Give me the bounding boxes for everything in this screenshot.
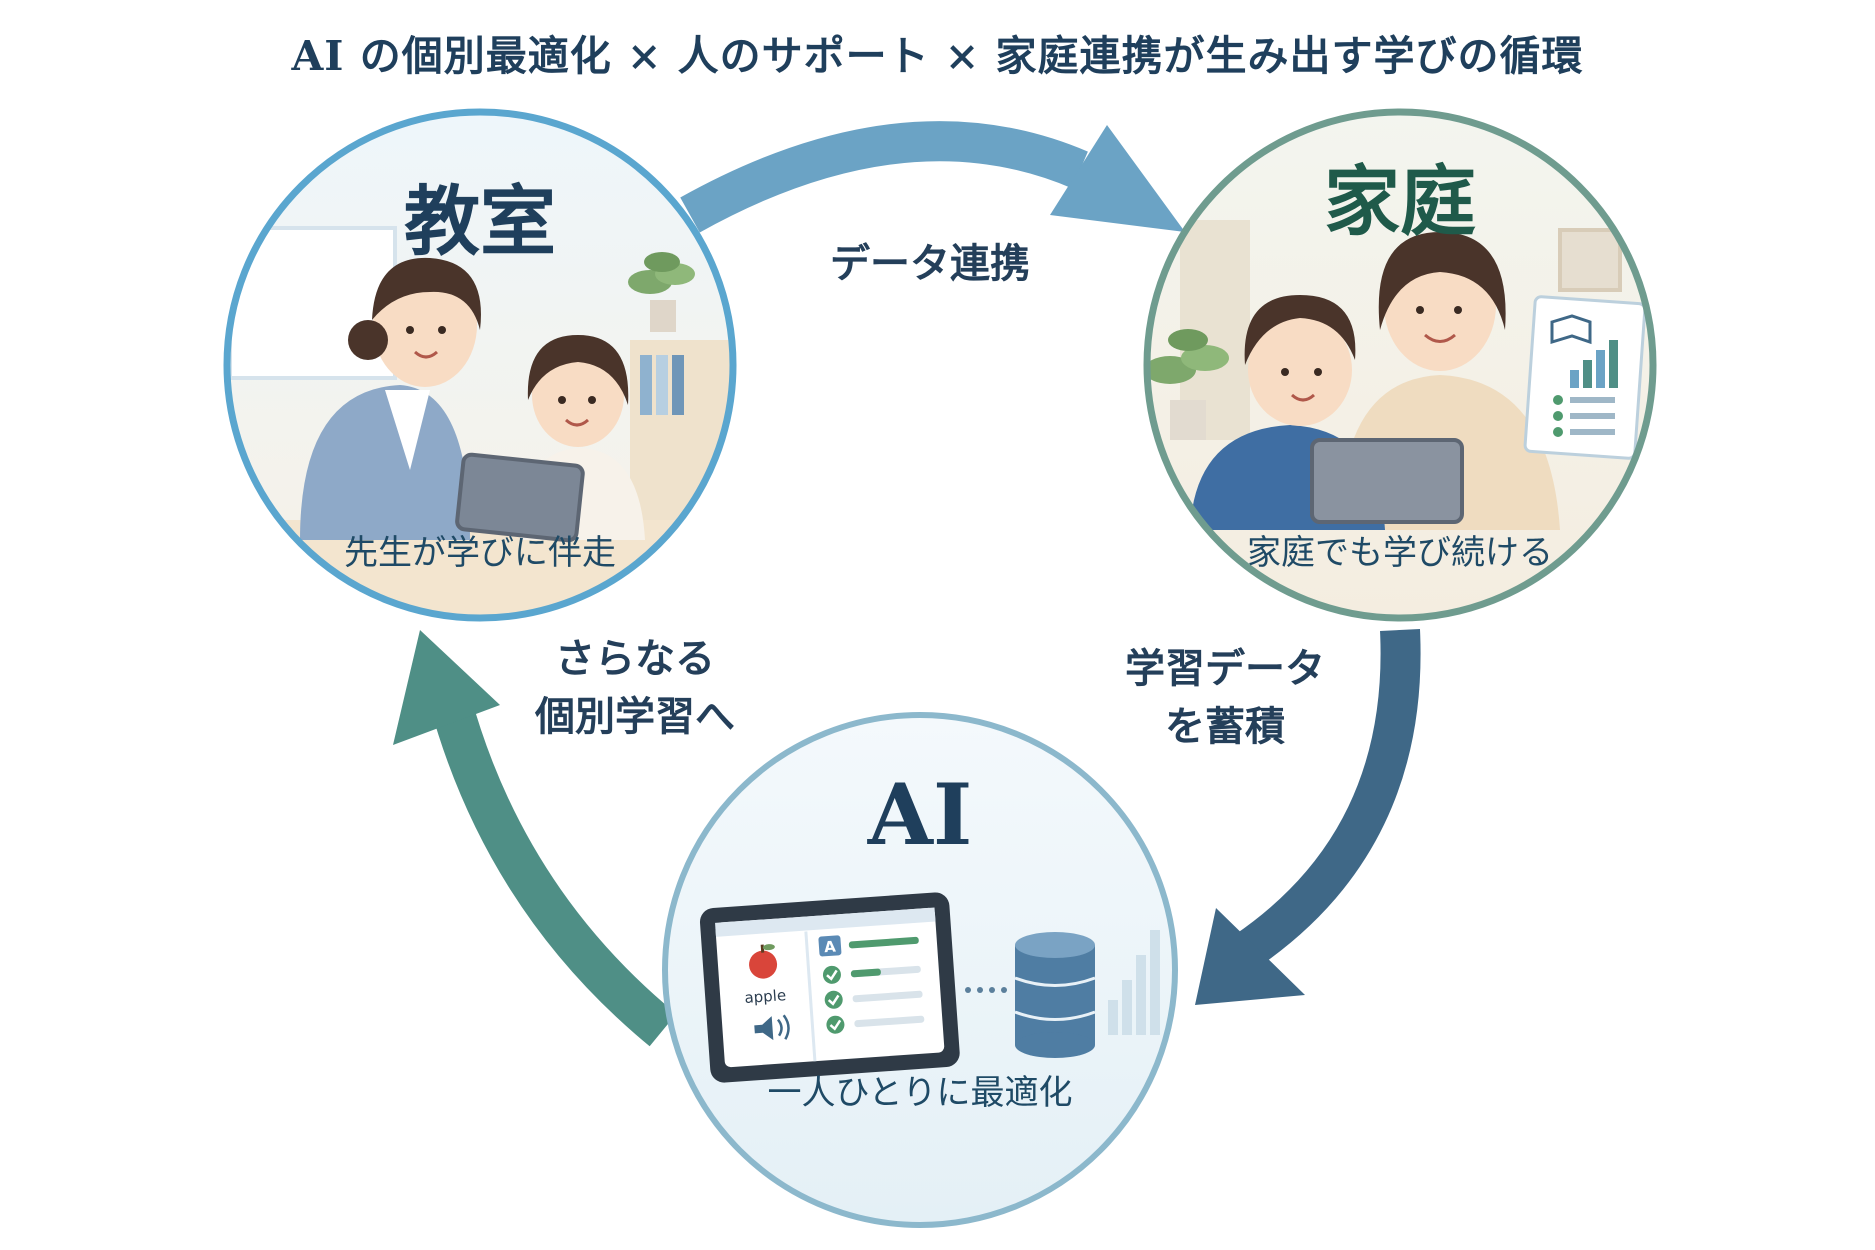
ai-illustration: apple A	[699, 892, 1160, 1083]
bar-signal-icon	[1108, 930, 1160, 1035]
arrow-classroom-to-home	[680, 121, 1185, 233]
label-line: 個別学習へ	[535, 694, 735, 740]
database-icon	[1014, 932, 1096, 1058]
check-icon	[824, 990, 843, 1009]
screen-badge-box	[818, 935, 842, 957]
ai-caption: 一人ひとりに最適化	[767, 1073, 1073, 1113]
progress-report-icon	[1523, 295, 1647, 460]
home-caption: 家庭でも学び続ける	[1247, 533, 1553, 573]
tablet-icon: apple A	[699, 892, 960, 1083]
plant-icon	[1147, 329, 1229, 440]
classroom-node	[223, 108, 737, 622]
check-icon	[826, 1015, 845, 1034]
screen-badge: A	[824, 937, 837, 956]
label-line: を蓄積	[1165, 704, 1285, 750]
arrow-home-to-ai	[1195, 629, 1421, 1005]
plant-icon	[628, 252, 695, 332]
label-further-learning: さらなる 個別学習へ	[505, 630, 765, 746]
home-node	[1143, 108, 1657, 622]
classroom-illustration	[228, 226, 733, 618]
label-accumulate-data: 学習データ を蓄積	[1095, 640, 1355, 756]
classroom-title: 教室	[404, 177, 556, 266]
ai-title: AI	[867, 765, 973, 864]
teacher-figure	[300, 257, 481, 540]
connection-dots	[965, 987, 1007, 993]
screen-word: apple	[744, 986, 787, 1007]
label-line: さらなる	[555, 636, 715, 682]
home-illustration	[1147, 220, 1647, 530]
label-line: 学習データ	[1125, 646, 1325, 692]
home-title: 家庭	[1324, 157, 1476, 246]
page-title: AI の個別最適化 × 人のサポート × 家庭連携が生み出す学びの循環	[291, 32, 1584, 80]
tablet-icon	[455, 452, 585, 543]
label-data-link: データ連携	[790, 235, 1070, 293]
speaker-icon	[754, 1014, 790, 1041]
tablet-icon	[1310, 438, 1464, 524]
classroom-caption: 先生が学びに伴走	[344, 533, 616, 573]
label-line: データ連携	[830, 241, 1030, 287]
ai-node: apple A	[662, 712, 1178, 1228]
apple-icon	[749, 944, 778, 979]
check-icon	[822, 965, 841, 984]
arrow-ai-to-classroom	[393, 630, 677, 1047]
